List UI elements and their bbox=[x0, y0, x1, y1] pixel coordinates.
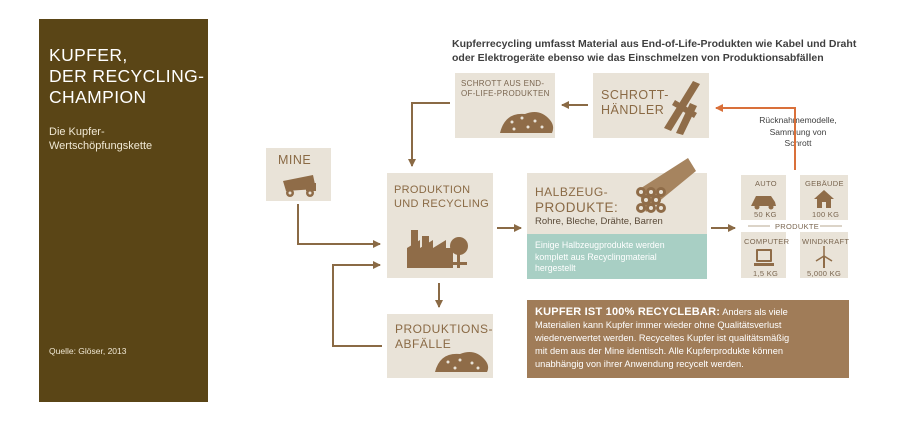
arrow-scrap-to-production bbox=[408, 102, 450, 167]
ruecknahme-caption: Rücknahmemodelle, Sammlung von Schrott bbox=[759, 115, 837, 148]
recyclable-heading: KUPFER IST 100% RECYCLEBAR: bbox=[535, 306, 721, 318]
waste-pile-icon bbox=[435, 352, 489, 372]
arrow-waste-to-production bbox=[332, 261, 382, 347]
computer-icon bbox=[754, 249, 774, 266]
scrap-bars-icon bbox=[664, 81, 700, 135]
title-panel: KUPFER, DER RECYCLING- CHAMPION Die Kupf… bbox=[39, 19, 208, 402]
arrow-mine-to-production bbox=[297, 204, 381, 248]
node-mine: MINE bbox=[266, 148, 331, 201]
house-icon bbox=[814, 190, 834, 208]
subtitle: Die Kupfer- Wertschöpfungskette bbox=[49, 126, 153, 152]
intro-caption: Kupferrecycling umfasst Material aus End… bbox=[452, 38, 857, 64]
source-note: Quelle: Glöser, 2013 bbox=[49, 346, 127, 356]
arrow-products-to-haendler bbox=[715, 104, 796, 170]
scrap-pile-icon bbox=[500, 112, 554, 133]
main-title: KUPFER, DER RECYCLING- CHAMPION bbox=[49, 45, 205, 107]
products-label: PRODUKTE bbox=[773, 222, 822, 231]
recyclable-info-box: KUPFER IST 100% RECYCLEBAR: Anders als v… bbox=[527, 300, 849, 378]
wind-turbine-icon bbox=[815, 246, 833, 268]
pipes-icon bbox=[636, 158, 696, 213]
car-icon bbox=[751, 196, 776, 210]
halbzeug-note: Einige Halbzeugprodukte werden komplett … bbox=[527, 234, 707, 279]
factory-icon bbox=[407, 230, 468, 268]
dump-truck-icon bbox=[283, 175, 316, 197]
